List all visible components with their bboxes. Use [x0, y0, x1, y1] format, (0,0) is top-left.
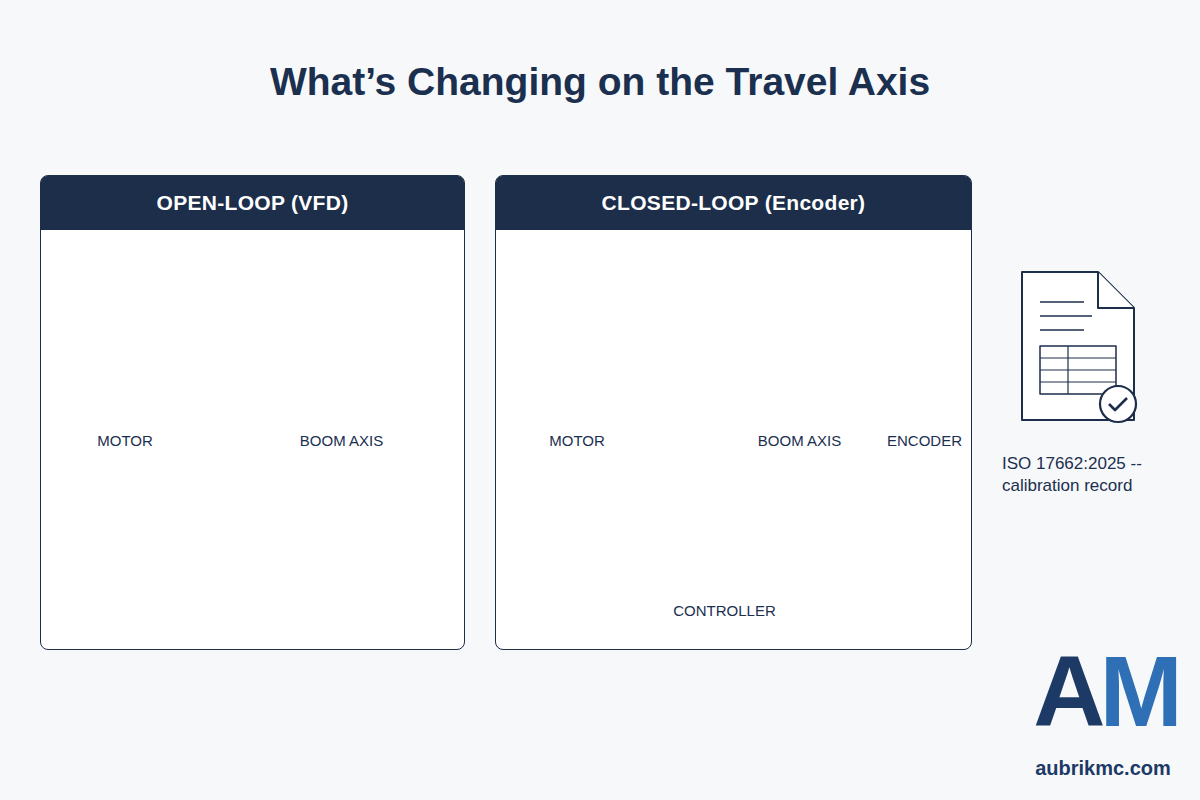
- part-label: BOOM AXIS: [758, 432, 841, 450]
- loop-panel: CLOSED-LOOP (Encoder) MOTOR BOOM AXIS ENCOD…: [495, 175, 972, 650]
- loop-panel: OPEN-LOOP (VFD) MOTOR BOOM AXIS: [40, 175, 465, 650]
- logo-mark: AM: [1030, 636, 1180, 746]
- part-label: MOTOR: [97, 432, 153, 450]
- part-label: MOTOR: [549, 432, 605, 450]
- part-label: ISO 17662:2025 -- calibration record: [1002, 453, 1162, 497]
- part-label: BOOM AXIS: [300, 432, 383, 450]
- panel-header: CLOSED-LOOP (Encoder): [496, 176, 971, 230]
- part-label: CONTROLLER: [673, 602, 776, 620]
- website: aubrikmc.com: [1018, 757, 1188, 783]
- encoder: ENCODER: [883, 320, 966, 450]
- motor: MOTOR: [58, 285, 193, 450]
- boom-axis: BOOM AXIS: [262, 280, 422, 450]
- motor: MOTOR: [510, 285, 645, 450]
- controller: CONTROLLER: [665, 508, 785, 620]
- boom-axis: BOOM AXIS: [720, 260, 880, 450]
- panel-title: OPEN-LOOP (VFD): [157, 191, 349, 215]
- part-label: ENCODER: [887, 432, 962, 450]
- calibration-document: ISO 17662:2025 -- calibration record: [998, 265, 1168, 497]
- panel-header: OPEN-LOOP (VFD): [41, 176, 464, 230]
- document-icon: [1022, 272, 1136, 422]
- diagram-title: What’s Changing on the Travel Axis: [0, 60, 1200, 104]
- panel-title: CLOSED-LOOP (Encoder): [602, 191, 866, 215]
